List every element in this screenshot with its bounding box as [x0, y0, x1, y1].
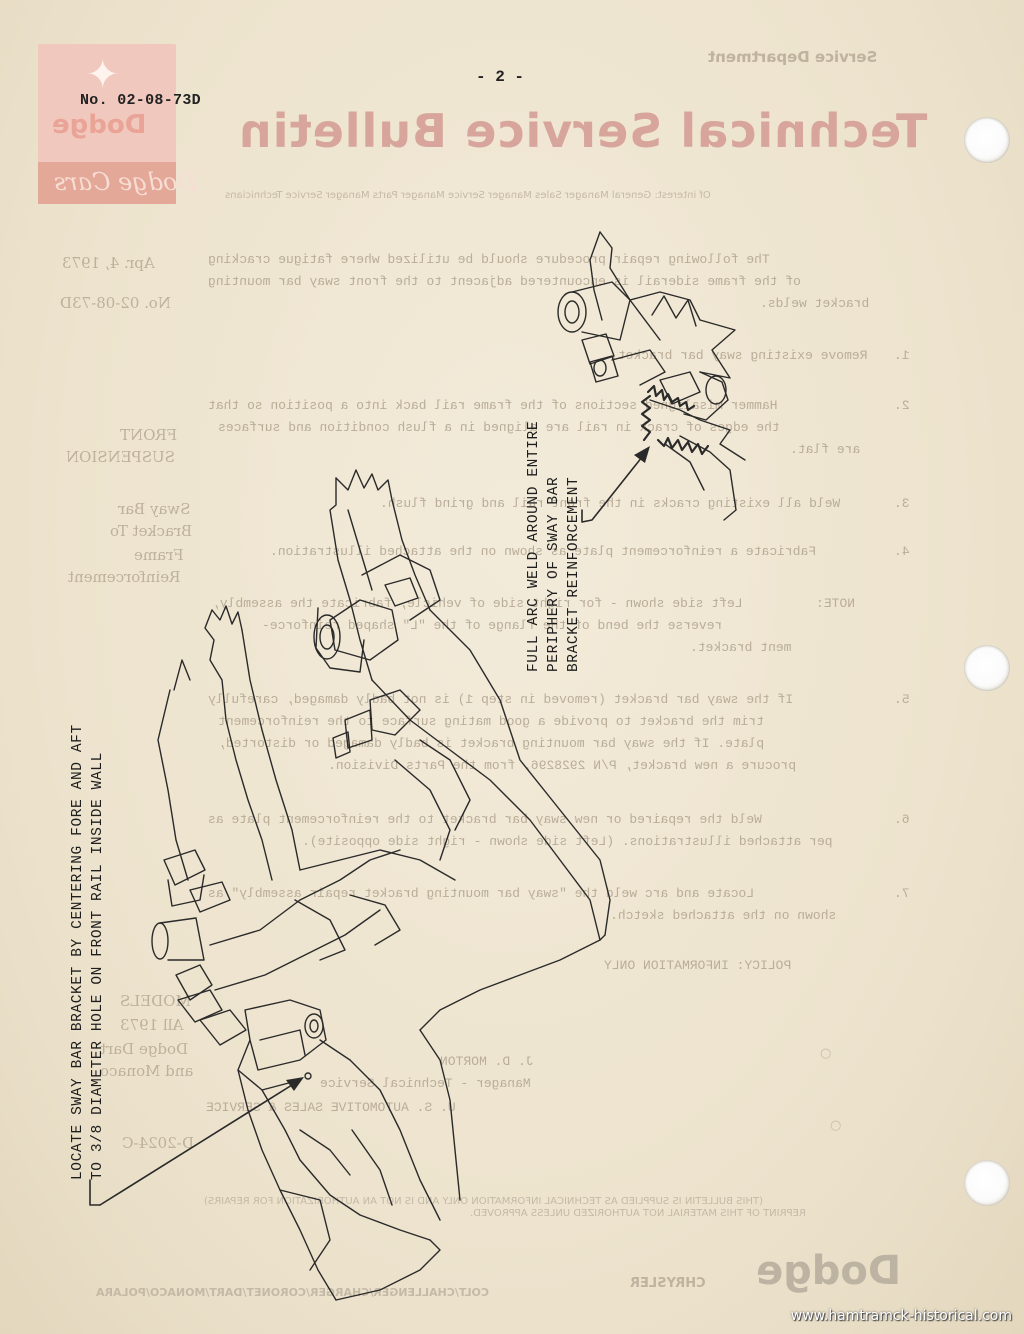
weld-detail-line-1: FULL ARC WELD AROUND ENTIRE	[526, 420, 542, 672]
dodge-logo-bleed: ✦ Dodge Dodge Cars	[38, 44, 197, 204]
sway-bar-locate-label: LOCATE SWAY BAR BRACKET BY CENTERING FOR…	[68, 724, 108, 1180]
punch-hole-middle	[964, 645, 1010, 691]
bleed-circle-mark-2: ○	[830, 1118, 842, 1133]
punch-hole-top	[964, 117, 1010, 163]
sway-bar-locate-line-1: LOCATE SWAY BAR BRACKET BY CENTERING FOR…	[70, 724, 86, 1180]
site-watermark: www.hamtramck-historical.com	[790, 1308, 1012, 1324]
bleed-circle-mark: ○	[820, 1046, 832, 1061]
sway-bar-locate-line-2: TO 3/8 DIAMETER HOLE ON FRONT RAIL INSID…	[90, 752, 106, 1180]
weld-detail-label: FULL ARC WELD AROUND ENTIRE PERIPHERY OF…	[524, 421, 584, 672]
weld-detail-line-2: PERIPHERY OF SWAY BAR	[546, 476, 562, 672]
punch-hole-bottom	[964, 1160, 1010, 1206]
bulletin-number: No. 02-08-73D	[80, 92, 201, 109]
weld-detail-line-3: BRACKET REINFORCEMENT	[566, 476, 582, 672]
page-number: - 2 -	[476, 68, 525, 86]
